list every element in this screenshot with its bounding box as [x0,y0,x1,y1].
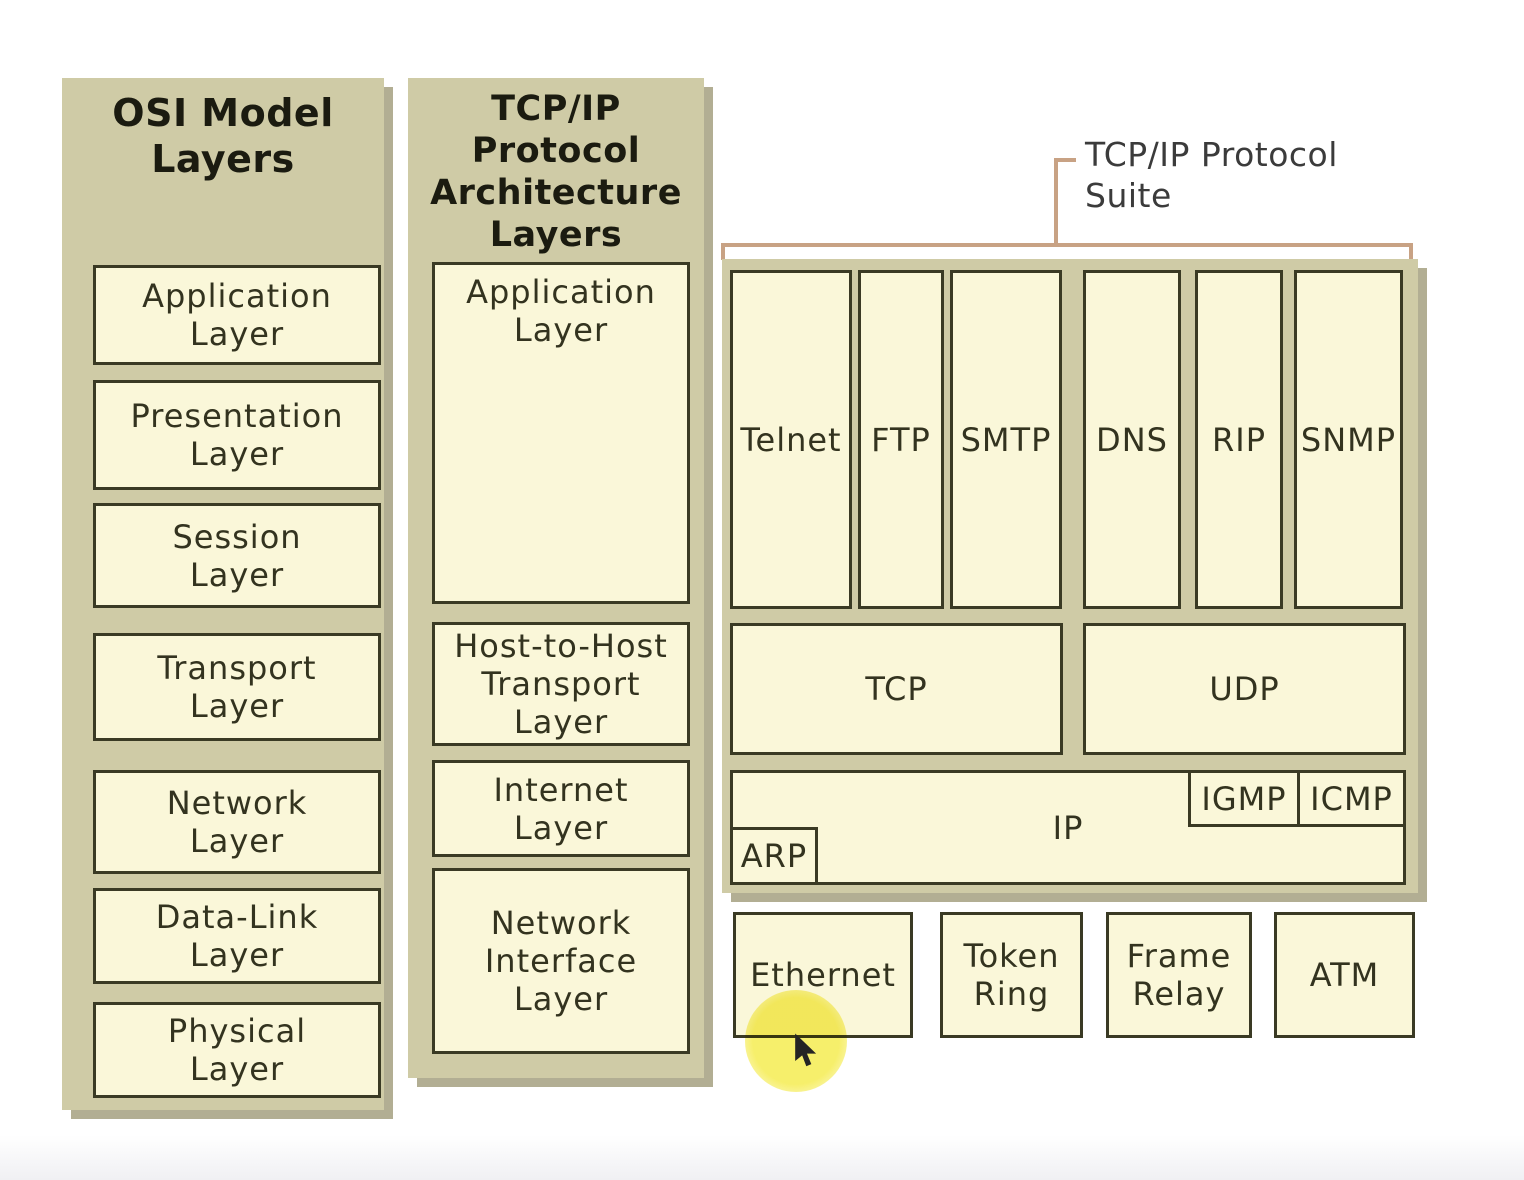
suite-bracket-right-tick [1409,243,1413,260]
osi-layer-session: Session Layer [93,503,381,608]
tech-box-atm: ATM [1274,912,1415,1038]
tcpip-layer-network-interface: Network Interface Layer [432,868,690,1054]
osi-panel-title: OSI Model Layers [112,91,334,181]
suite-bracket-line [721,243,1413,247]
osi-layer-presentation: Presentation Layer [93,380,381,490]
osi-layer-data-link: Data-Link Layer [93,888,381,984]
osi-layer-network: Network Layer [93,770,381,874]
protocol-box-arp: ARP [730,827,818,885]
protocol-box-snmp: SNMP [1294,270,1403,609]
osi-layer-physical: Physical Layer [93,1002,381,1098]
protocol-box-telnet: Telnet [730,270,852,609]
suite-bracket-riser [1054,158,1058,247]
tech-box-token-ring: Token Ring [940,912,1083,1038]
protocol-box-igmp: IGMP [1188,770,1300,827]
tcpip-layer-internet: Internet Layer [432,760,690,857]
protocol-box-ftp: FTP [858,270,944,609]
suite-bracket-riser-arm [1054,158,1076,162]
suite-bracket-left-tick [721,243,725,260]
protocol-box-udp: UDP [1083,623,1406,755]
tcpip-layer-application: Application Layer [432,262,690,604]
protocol-box-smtp: SMTP [950,270,1062,609]
tcpip-layer-host-to-host: Host-to-Host Transport Layer [432,622,690,746]
mouse-cursor-icon [795,1033,817,1067]
tech-box-frame-relay: Frame Relay [1106,912,1252,1038]
protocol-box-icmp: ICMP [1297,770,1406,827]
osi-layer-transport: Transport Layer [93,633,381,741]
protocol-box-dns: DNS [1083,270,1181,609]
osi-layer-application: Application Layer [93,265,381,365]
protocol-box-rip: RIP [1195,270,1283,609]
protocol-box-tcp: TCP [730,623,1063,755]
tcpip-panel-title: TCP/IP Protocol Architecture Layers [430,89,682,255]
suite-label: TCP/IP Protocol Suite [1085,135,1338,215]
